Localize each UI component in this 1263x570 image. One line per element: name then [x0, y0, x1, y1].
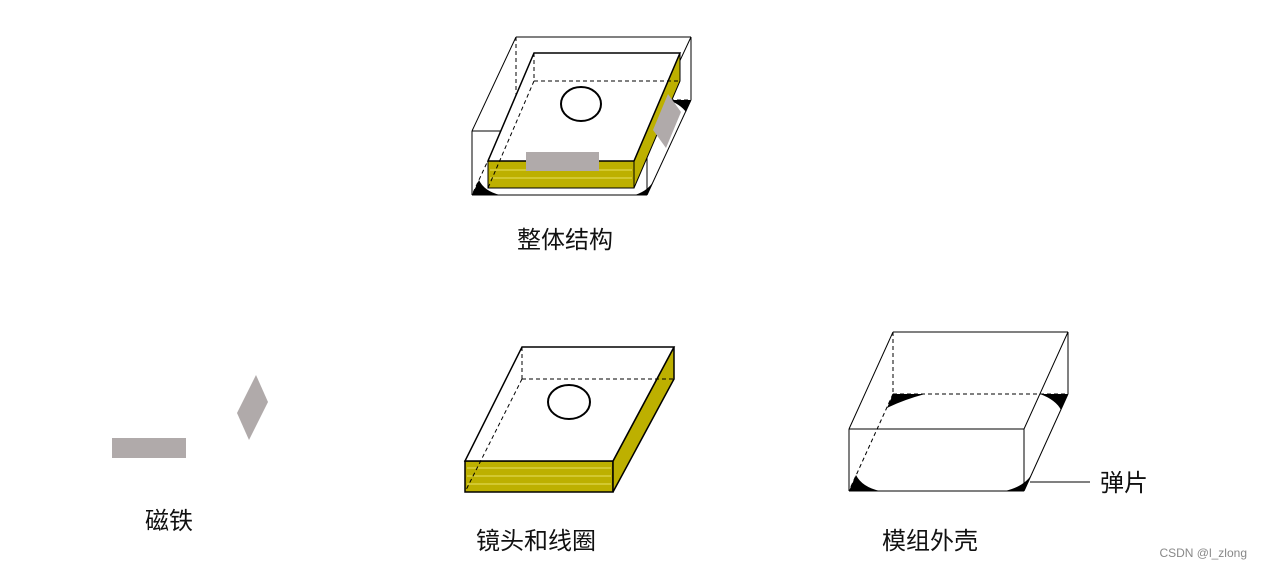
label-module-shell: 模组外壳 [882, 527, 978, 555]
overall-structure-figure [471, 36, 692, 196]
lens-ellipse [547, 384, 591, 420]
watermark: CSDN @l_zlong [1159, 546, 1247, 560]
label-magnet: 磁铁 [145, 507, 193, 535]
shell-spring-corners [849, 394, 1068, 491]
magnet-figure [112, 375, 268, 458]
overall-magnet-front [526, 152, 599, 171]
label-spring: 弹片 [1100, 469, 1148, 497]
module-shell-figure [848, 331, 1090, 492]
label-lens-and-coil: 镜头和线圈 [476, 527, 596, 555]
lens-coil-figure [463, 346, 676, 493]
overall-magnet-side [653, 94, 681, 148]
label-overall-structure: 整体结构 [517, 226, 613, 254]
magnet-front [112, 438, 186, 458]
magnet-side [237, 375, 268, 440]
